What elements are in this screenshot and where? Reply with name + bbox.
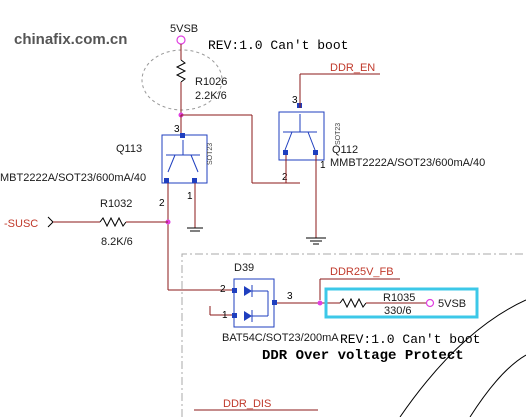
r1032-value: 8.2K/6 (101, 236, 133, 248)
q112-part: MMBT2222A/SOT23/600mA/40 (330, 157, 485, 169)
q113-pin-c: 3 (174, 124, 180, 135)
r1026-highlight-ellipse (141, 49, 223, 111)
section-boundary (181, 253, 526, 417)
r1026-value: 2.2K/6 (195, 90, 227, 102)
r1035-highlight-box (324, 287, 479, 319)
transistor-q113: SOT23 3 1 2 Q113 MBT2222A/SOT23/600mA/40 (0, 115, 214, 209)
q112-pin-e: 2 (282, 172, 288, 183)
q113-package: SOT23 (207, 143, 214, 165)
r1032-ref: R1032 (100, 198, 132, 210)
q112-pin-b: 1 (320, 160, 326, 171)
background-watermark-ring (399, 299, 526, 417)
transistor-q112: SOT23 3 1 2 Q112 MMBT2222A/SOT23/600mA/4… (278, 95, 485, 183)
net-ddr-en: DDR_EN (299, 62, 380, 103)
resistor-r1035: R1035 330/6 5VSB (339, 292, 466, 317)
d39-ref: D39 (234, 262, 254, 274)
q112-ref: Q112 (332, 144, 358, 156)
d39-pin-k: 3 (287, 291, 293, 302)
svg-text:DDR_DIS: DDR_DIS (223, 398, 271, 410)
d39-pin-a1: 2 (220, 284, 226, 295)
vsb-top-source: 5VSB (170, 23, 198, 45)
net-ddr25v-fb: DDR25V_FB (319, 266, 400, 300)
diode-d39: 2 1 3 D39 BAT54C/SOT23/200mA (220, 262, 339, 344)
resistor-r1026: R1026 2.2K/6 (175, 44, 227, 115)
r1035-ref: R1035 (383, 292, 415, 304)
note-rev-top: REV:1.0 Can't boot (208, 38, 348, 53)
q112-pin-c: 3 (292, 95, 298, 106)
note-ddr-protect: DDR Over voltage Protect (262, 348, 464, 364)
q113-part: MBT2222A/SOT23/600mA/40 (0, 172, 146, 184)
net-5vsb-right: 5VSB (438, 298, 466, 310)
svg-text:DDR_EN: DDR_EN (330, 62, 375, 74)
net-susc-input: -SUSC (4, 216, 100, 230)
svg-text:DDR25V_FB: DDR25V_FB (330, 266, 394, 278)
net-5vsb-top: 5VSB (170, 23, 198, 35)
q113-pin-e: 2 (159, 198, 165, 209)
junction-node-3 (317, 300, 323, 306)
note-rev-bottom: REV:1.0 Can't boot (340, 332, 480, 347)
q112-package: SOT23 (335, 123, 342, 145)
d39-part: BAT54C/SOT23/200mA (222, 332, 339, 344)
r1035-value: 330/6 (384, 305, 412, 317)
ground-q112 (306, 237, 326, 245)
watermark-text: chinafix.com.cn (14, 31, 127, 48)
ground-q113 (187, 227, 203, 232)
d39-pin-a2: 1 (222, 310, 228, 321)
net-ddr-dis: DDR_DIS (194, 398, 318, 411)
q113-pin-b: 1 (187, 191, 193, 202)
resistor-r1032: R1032 8.2K/6 (99, 198, 168, 248)
q113-ref: Q113 (116, 143, 142, 155)
r1026-ref: R1026 (195, 76, 227, 88)
net-susc: -SUSC (4, 218, 38, 230)
